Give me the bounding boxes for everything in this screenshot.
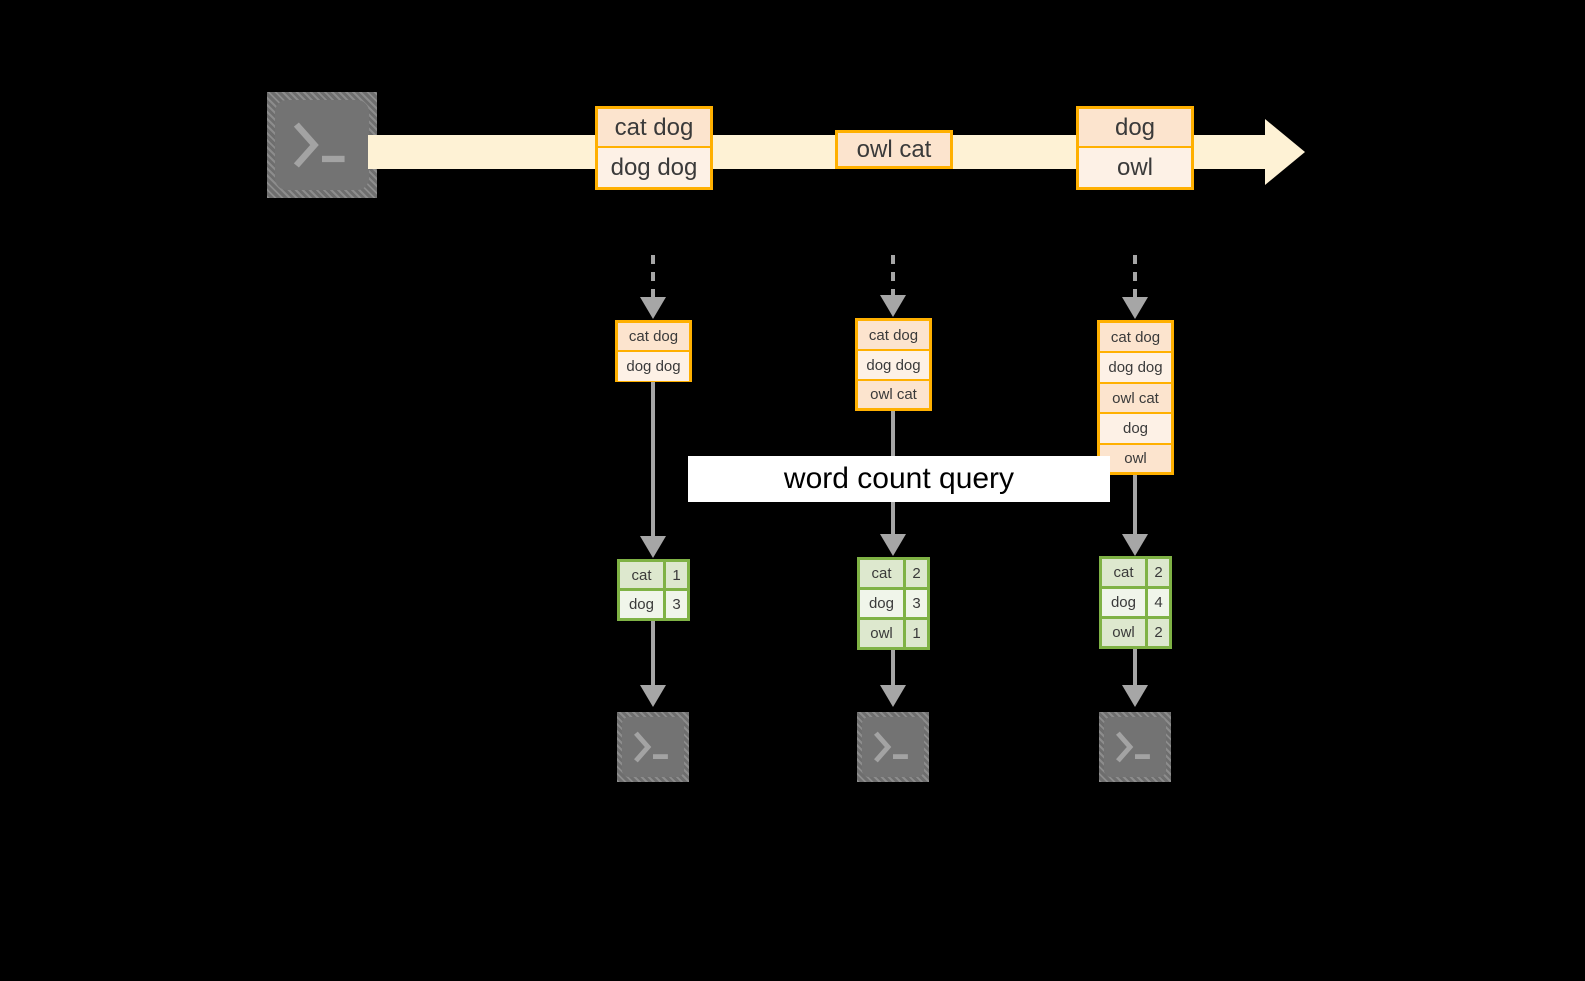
table-row: dog 4 <box>1102 589 1169 619</box>
table-row: dog 3 <box>620 591 687 618</box>
snapshot-3-input-line-2: dog dog <box>1100 353 1171 384</box>
snapshot-2-result: cat 2 dog 3 owl 1 <box>857 557 930 650</box>
table-row: dog 3 <box>860 590 927 620</box>
stream-event-2-line-1: owl cat <box>838 133 950 166</box>
tap-connector-1-arrowhead-icon <box>640 297 666 319</box>
table-row: owl 2 <box>1102 619 1169 646</box>
snapshot-3-result-count-3: 2 <box>1144 619 1169 646</box>
snapshot-2-sink-terminal-icon <box>857 712 929 782</box>
table-row: owl 1 <box>860 620 927 647</box>
snapshot-1-result-word-2: dog <box>620 591 663 618</box>
snapshot-3-result-word-3: owl <box>1102 619 1145 646</box>
tap-connector-3-arrowhead-icon <box>1122 297 1148 319</box>
query-banner: word count query <box>688 456 1110 502</box>
snapshot-2-result-word-2: dog <box>860 590 903 617</box>
tap-connector-2 <box>891 255 895 297</box>
sink-connector-1-arrowhead-icon <box>640 685 666 707</box>
snapshot-2-result-count-3: 1 <box>902 620 927 647</box>
snapshot-1-result: cat 1 dog 3 <box>617 559 690 621</box>
query-connector-1-arrowhead-icon <box>640 536 666 558</box>
terminal-prompt-icon <box>293 122 345 168</box>
sink-connector-3 <box>1133 649 1137 687</box>
snapshot-3-input-line-1: cat dog <box>1100 323 1171 353</box>
terminal-screen <box>1104 717 1166 777</box>
terminal-screen <box>275 100 369 190</box>
tap-connector-1 <box>651 255 655 299</box>
stream-event-1: cat dog dog dog <box>595 106 713 190</box>
tap-connector-2-arrowhead-icon <box>880 295 906 317</box>
snapshot-1-result-word-1: cat <box>620 562 663 588</box>
snapshot-3-input-line-3: owl cat <box>1100 384 1171 414</box>
stream-event-3-line-2: owl <box>1079 148 1191 187</box>
terminal-prompt-icon <box>1116 731 1150 763</box>
sink-connector-2 <box>891 650 895 687</box>
terminal-screen <box>622 717 684 777</box>
snapshot-3-result-word-1: cat <box>1102 559 1145 586</box>
snapshot-2-result-word-3: owl <box>860 620 903 647</box>
snapshot-1-sink-terminal-icon <box>617 712 689 782</box>
snapshot-1-result-count-2: 3 <box>662 591 687 618</box>
snapshot-1-result-count-1: 1 <box>662 562 687 588</box>
snapshot-3-result: cat 2 dog 4 owl 2 <box>1099 556 1172 649</box>
query-connector-1 <box>651 382 655 538</box>
stream-event-3: dog owl <box>1076 106 1194 190</box>
snapshot-3-input-line-4: dog <box>1100 414 1171 445</box>
snapshot-2-input: cat dog dog dog owl cat <box>855 318 932 411</box>
snapshot-2-result-count-1: 2 <box>902 560 927 587</box>
terminal-prompt-icon <box>634 731 668 763</box>
tap-connector-3 <box>1133 255 1137 299</box>
query-connector-3-arrowhead-icon <box>1122 534 1148 556</box>
snapshot-2-input-line-2: dog dog <box>858 351 929 381</box>
sink-connector-3-arrowhead-icon <box>1122 685 1148 707</box>
snapshot-3-input-line-5: owl <box>1100 445 1171 472</box>
snapshot-2-result-word-1: cat <box>860 560 903 587</box>
terminal-screen <box>862 717 924 777</box>
snapshot-3-input: cat dog dog dog owl cat dog owl <box>1097 320 1174 475</box>
snapshot-3-result-word-2: dog <box>1102 589 1145 616</box>
query-banner-label: word count query <box>783 462 1015 495</box>
table-row: cat 1 <box>620 562 687 591</box>
sink-connector-2-arrowhead-icon <box>880 685 906 707</box>
table-row: cat 2 <box>1102 559 1169 589</box>
stream-source-terminal-icon <box>267 92 377 198</box>
terminal-prompt-icon <box>874 731 908 763</box>
stream-event-3-line-1: dog <box>1079 109 1191 148</box>
stream-arrowhead-icon <box>1265 119 1305 185</box>
sink-connector-1 <box>651 621 655 687</box>
query-connector-3 <box>1133 475 1137 536</box>
snapshot-1-input-line-1: cat dog <box>618 323 689 352</box>
snapshot-3-result-count-2: 4 <box>1144 589 1169 616</box>
stream-event-1-line-1: cat dog <box>598 109 710 148</box>
query-connector-2-arrowhead-icon <box>880 534 906 556</box>
snapshot-2-result-count-2: 3 <box>902 590 927 617</box>
snapshot-1-input: cat dog dog dog <box>615 320 692 382</box>
table-row: cat 2 <box>860 560 927 590</box>
stream-event-1-line-2: dog dog <box>598 148 710 187</box>
snapshot-3-sink-terminal-icon <box>1099 712 1171 782</box>
snapshot-2-input-line-1: cat dog <box>858 321 929 351</box>
stream-event-2: owl cat <box>835 130 953 169</box>
snapshot-1-input-line-2: dog dog <box>618 352 689 381</box>
snapshot-3-result-count-1: 2 <box>1144 559 1169 586</box>
snapshot-2-input-line-3: owl cat <box>858 381 929 408</box>
